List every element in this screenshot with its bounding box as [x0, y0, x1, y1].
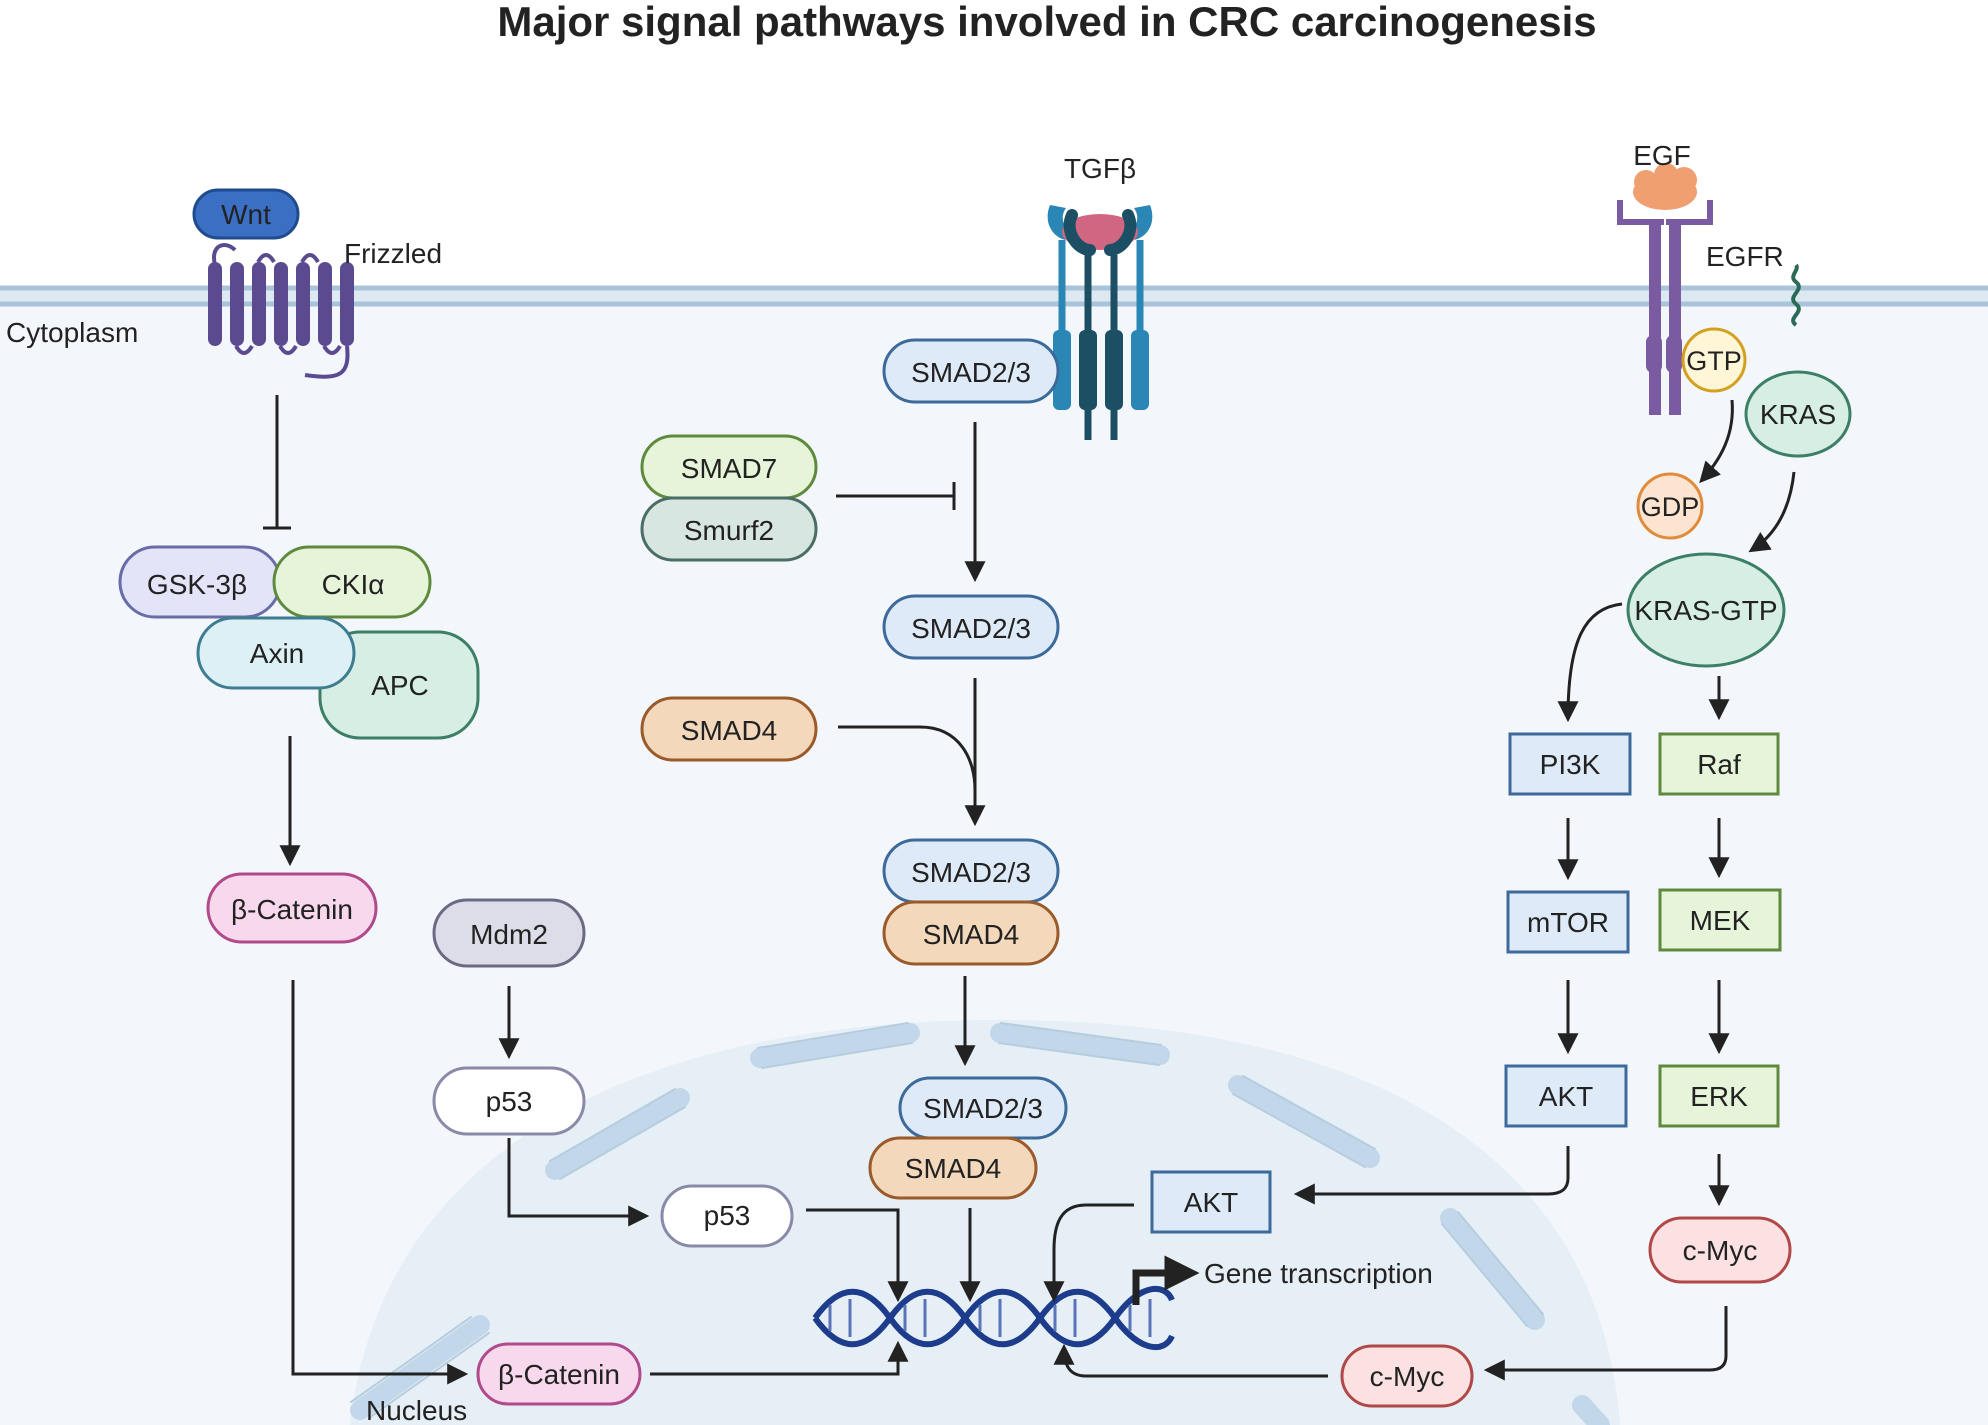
mtor-node [1506, 890, 1630, 954]
akt-cyto-label: AKT [1539, 1081, 1593, 1112]
kras-gtp-label: KRAS-GTP [1634, 595, 1777, 626]
bcatenin-translocate-edge [291, 980, 469, 1385]
mek-label: MEK [1690, 905, 1751, 936]
p53-nuc-label: p53 [704, 1200, 751, 1231]
smad4-join-edge [838, 725, 977, 791]
krasgtp-to-pi3k-edge [1557, 602, 1623, 723]
gsk3b-label: GSK-3β [147, 569, 247, 600]
cmyc-cyto-node [1648, 1216, 1792, 1284]
smad4-nuc-label: SMAD4 [905, 1153, 1001, 1184]
akt-to-dna-edge [1043, 1203, 1134, 1303]
smad23-mid-label: SMAD2/3 [911, 613, 1031, 644]
bcatenin-cyto-node [206, 872, 378, 944]
akt-translocate-edge [1293, 1146, 1570, 1205]
erk-node [1658, 1064, 1780, 1128]
frizzled-receptor-icon [208, 243, 354, 379]
egf-label: EGF [1633, 140, 1691, 171]
frizzled-label: Frizzled [344, 238, 442, 269]
cytoplasm-label: Cytoplasm [6, 317, 138, 348]
p53-cyto-label: p53 [486, 1086, 533, 1117]
kras-activation-edge [1748, 471, 1796, 553]
apc-label: APC [371, 670, 429, 701]
axin-label: Axin [250, 638, 304, 669]
kras-anchor-icon [1791, 263, 1801, 327]
wnt-ligand: Wnt [192, 188, 300, 240]
erk-label: ERK [1690, 1081, 1748, 1112]
smad4-complex-label: SMAD4 [923, 919, 1019, 950]
cmyc-cyto-label: c-Myc [1683, 1235, 1758, 1266]
p53-nuc-node [660, 1184, 794, 1248]
mtor-label: mTOR [1527, 907, 1609, 938]
smad4-free-node [640, 696, 818, 762]
dna-helix-icon [812, 1285, 1175, 1351]
akt-cyto-node [1504, 1064, 1628, 1128]
pi3k-label: PI3K [1540, 749, 1601, 780]
pathway-edges [263, 395, 1796, 1385]
smad4-free-label: SMAD4 [681, 715, 777, 746]
smad4-complex-node [882, 900, 1060, 966]
akt-nuc-node [1150, 1170, 1272, 1234]
p53-cyto-node [432, 1066, 586, 1136]
gtp-to-gdp-edge [1699, 399, 1734, 484]
egfr-label: EGFR [1706, 241, 1784, 272]
raf-label: Raf [1697, 749, 1741, 780]
smad23-nuc-label: SMAD2/3 [923, 1093, 1043, 1124]
wnt-label: Wnt [221, 199, 271, 230]
smad23-mid-node [882, 594, 1060, 660]
bcatenin-to-dna-edge [650, 1340, 909, 1376]
smurf2-node [640, 496, 818, 562]
tgfb-receptor-icon [1047, 205, 1153, 440]
raf-node [1658, 732, 1780, 796]
smad23-top-node [882, 338, 1060, 404]
smad23-top-label: SMAD2/3 [911, 357, 1031, 388]
akt-nuc-label: AKT [1184, 1187, 1238, 1218]
cmyc-translocate-edge [1483, 1306, 1728, 1381]
bcatenin-nuc-node [476, 1342, 642, 1406]
smad4-nuc-node [868, 1136, 1038, 1200]
cmyc-to-dna-edge [1053, 1343, 1328, 1378]
p53-translocate-edge [507, 1138, 650, 1227]
smad7-label: SMAD7 [681, 453, 777, 484]
diagram-title: Major signal pathways involved in CRC ca… [497, 0, 1596, 45]
mdm2-node [432, 898, 586, 968]
cmyc-nuc-node [1340, 1344, 1474, 1408]
bcatenin-nuc-label: β-Catenin [498, 1359, 620, 1390]
gdp-label: GDP [1641, 492, 1700, 522]
smad23-complex-label: SMAD2/3 [911, 857, 1031, 888]
nucleus [350, 1020, 1620, 1425]
kras-gtp-node [1626, 552, 1786, 668]
egfr-receptor-icon [1617, 163, 1713, 415]
gdp-node [1636, 472, 1704, 540]
bcatenin-cyto-label: β-Catenin [231, 894, 353, 925]
pi3k-node [1508, 732, 1632, 796]
cmyc-nuc-label: c-Myc [1370, 1361, 1445, 1392]
kras-label: KRAS [1760, 399, 1836, 430]
smurf2-label: Smurf2 [684, 515, 774, 546]
mek-node [1658, 888, 1782, 952]
destruction-complex: GSK-3β CKIα APC Axin [118, 545, 480, 740]
ck1a-label: CKIα [322, 569, 385, 600]
p53-to-dna-edge [806, 1208, 909, 1303]
kras-node [1744, 370, 1852, 458]
gtp-node [1681, 327, 1747, 393]
gene-transcription-label: Gene transcription [1204, 1258, 1433, 1289]
mdm2-label: Mdm2 [470, 919, 548, 950]
transcription-start-arrow [1132, 1255, 1200, 1305]
tgfb-label: TGFβ [1064, 153, 1136, 184]
nucleus-label: Nucleus [366, 1395, 467, 1425]
gtp-label: GTP [1686, 346, 1742, 376]
